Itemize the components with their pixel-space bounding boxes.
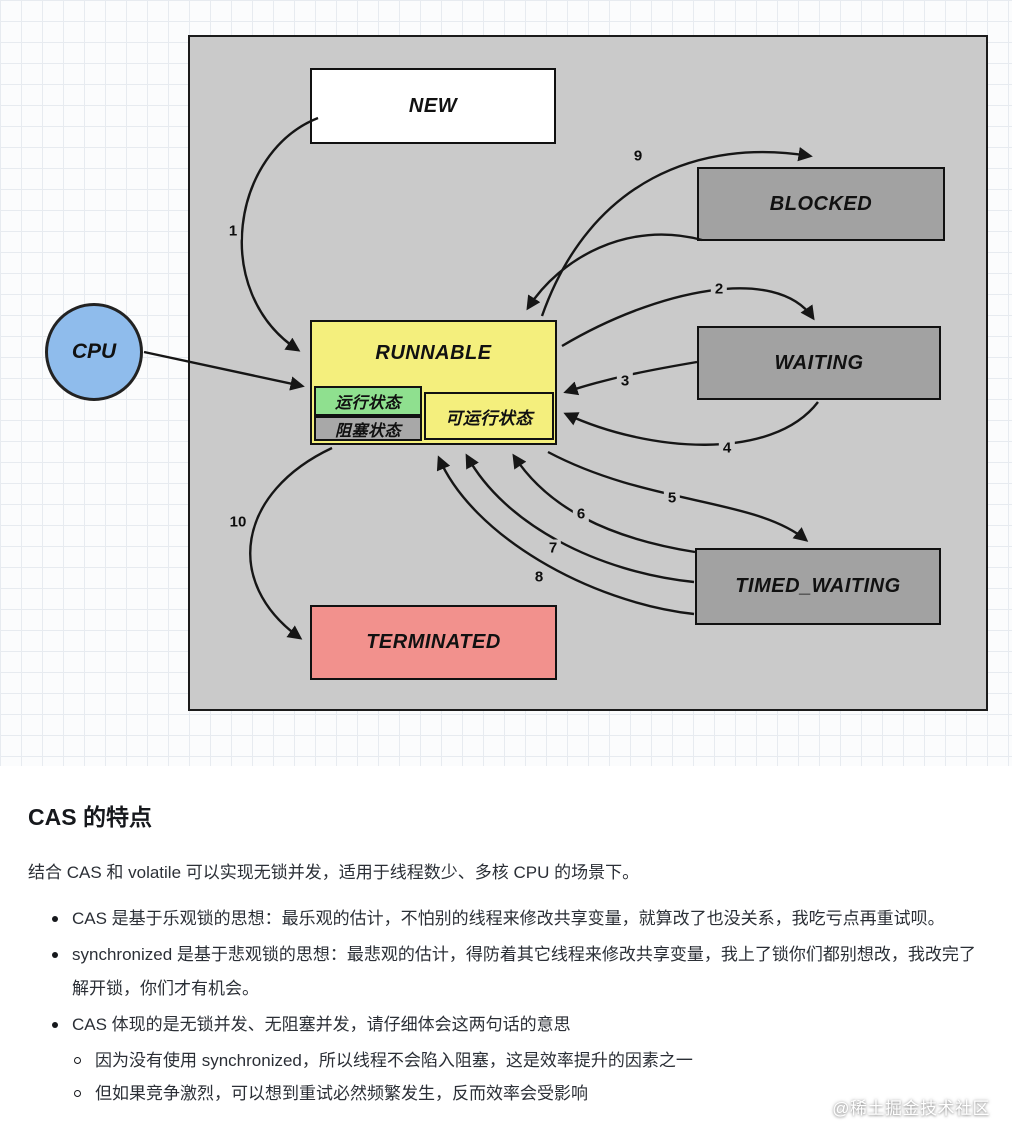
node-terminated-label: TERMINATED xyxy=(366,631,501,653)
sub-bullet-text: 但如果竞争激烈，可以想到重试必然频繁发生，反而效率会受影响 xyxy=(95,1084,588,1103)
cpu-label: CPU xyxy=(71,340,117,363)
article-section: CAS 的特点 结合 CAS 和 volatile 可以实现无锁并发，适用于线程… xyxy=(0,766,1012,1110)
node-new-label: NEW xyxy=(408,94,458,117)
transition-label-9: 9 xyxy=(629,147,647,165)
list-item: CAS 是基于乐观锁的思想：最乐观的估计，不怕别的线程来修改共享变量，就算改了也… xyxy=(52,902,982,936)
runnable-substate-ready: 可运行状态 xyxy=(424,392,554,440)
runnable-substate-blocked: 阻塞状态 xyxy=(314,416,422,441)
node-waiting: WAITING xyxy=(697,326,941,400)
node-new: NEW xyxy=(310,68,556,144)
sub-bullet-text: 因为没有使用 synchronized，所以线程不会陷入阻塞，这是效率提升的因素… xyxy=(95,1051,693,1070)
list-item: 因为没有使用 synchronized，所以线程不会陷入阻塞，这是效率提升的因素… xyxy=(74,1044,982,1077)
sub-bullet-list: 因为没有使用 synchronized，所以线程不会陷入阻塞，这是效率提升的因素… xyxy=(74,1044,982,1110)
bullet-text: CAS 体现的是无锁并发、无阻塞并发，请仔细体会这两句话的意思 xyxy=(72,1015,571,1034)
cpu-node: CPU xyxy=(45,303,143,401)
article-heading: CAS 的特点 xyxy=(28,804,152,830)
node-terminated: TERMINATED xyxy=(310,605,557,680)
transition-label-3: 3 xyxy=(616,372,634,390)
bullet-icon xyxy=(52,952,58,958)
transition-label-2: 2 xyxy=(710,280,728,298)
node-timed-waiting-label: TIMED_WAITING xyxy=(735,575,901,597)
sub-bullet-icon xyxy=(74,1090,81,1097)
transition-label-5: 5 xyxy=(663,489,681,507)
runnable-title: RUNNABLE xyxy=(375,341,492,364)
bullet-icon xyxy=(52,916,58,922)
node-timed-waiting: TIMED_WAITING xyxy=(695,548,941,625)
transition-label-7: 7 xyxy=(544,539,562,557)
transition-label-6: 6 xyxy=(572,505,590,523)
transition-label-1: 1 xyxy=(224,222,242,240)
node-waiting-label: WAITING xyxy=(774,351,864,374)
bullet-list: CAS 是基于乐观锁的思想：最乐观的估计，不怕别的线程来修改共享变量，就算改了也… xyxy=(28,902,982,1110)
article-intro: 结合 CAS 和 volatile 可以实现无锁并发，适用于线程数少、多核 CP… xyxy=(28,863,640,882)
watermark: @稀土掘金技术社区 xyxy=(832,1099,990,1118)
bullet-text: CAS 是基于乐观锁的思想：最乐观的估计，不怕别的线程来修改共享变量，就算改了也… xyxy=(72,909,945,928)
node-runnable: RUNNABLE 运行状态 阻塞状态 可运行状态 xyxy=(310,320,557,445)
bullet-text: synchronized 是基于悲观锁的思想：最悲观的估计，得防着其它线程来修改… xyxy=(72,945,976,998)
sub-bullet-icon xyxy=(74,1057,81,1064)
list-item: 但如果竞争激烈，可以想到重试必然频繁发生，反而效率会受影响 xyxy=(74,1077,982,1110)
node-blocked: BLOCKED xyxy=(697,167,945,241)
bullet-icon xyxy=(52,1022,58,1028)
transition-label-8: 8 xyxy=(530,568,548,586)
list-item: synchronized 是基于悲观锁的思想：最悲观的估计，得防着其它线程来修改… xyxy=(52,938,982,1006)
list-item: CAS 体现的是无锁并发、无阻塞并发，请仔细体会这两句话的意思 因为没有使用 s… xyxy=(52,1008,982,1110)
diagram-section: NEW BLOCKED WAITING TIMED_WAITING TERMIN… xyxy=(0,0,1012,766)
runnable-substate-running: 运行状态 xyxy=(314,386,422,416)
node-blocked-label: BLOCKED xyxy=(769,192,873,215)
transition-label-4: 4 xyxy=(718,439,736,457)
transition-label-10: 10 xyxy=(225,513,251,531)
